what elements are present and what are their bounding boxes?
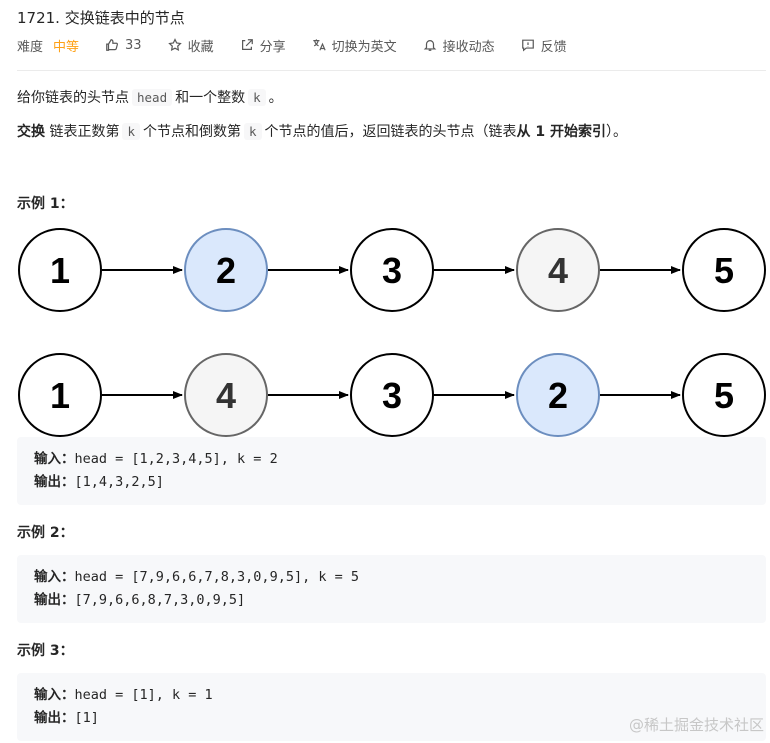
feedback-label: 反馈 (540, 39, 567, 55)
output-label: 输出： (34, 592, 75, 608)
share-icon (241, 39, 253, 50)
code-k: k (248, 89, 266, 106)
example-2-title: 示例 2： (17, 525, 74, 541)
list-node: 5 (682, 353, 766, 437)
code-k: k (243, 123, 262, 140)
problem-title: 1721. 交换链表中的节点 (17, 9, 185, 27)
node-value: 3 (382, 250, 402, 291)
list-node-swapped: 2 (516, 353, 600, 437)
share-button[interactable]: 分享 (240, 36, 286, 55)
share-label: 分享 (259, 39, 286, 55)
list-node-swapped: 2 (184, 228, 268, 312)
problem-meta-bar: 难度 中等 33 收藏 分享 切换为英文 接收动态 反馈 (17, 36, 593, 55)
code-head: head (132, 89, 173, 106)
input-value: head = [1], k = 1 (74, 687, 213, 703)
example-3-code-block: 输入：head = [1], k = 1 输出：[1] (17, 673, 766, 741)
switch-language-label: 切换为英文 (331, 39, 397, 55)
output-line: 输出：[1,4,3,2,5] (34, 471, 766, 494)
favorite-button[interactable]: 收藏 (167, 36, 214, 55)
input-label: 输入： (34, 569, 75, 585)
list-node-swapped: 4 (184, 353, 268, 437)
header-divider (17, 70, 766, 71)
example-3-title: 示例 3： (17, 643, 74, 659)
switch-language-button[interactable]: 切换为英文 (312, 36, 397, 55)
input-value: head = [7,9,6,6,7,8,3,0,9,5], k = 5 (74, 569, 359, 585)
input-value: head = [1,2,3,4,5], k = 2 (74, 451, 278, 467)
watermark: @稀土掘金技术社区 (628, 716, 764, 734)
output-line: 输出：[1] (34, 707, 766, 730)
input-label: 输入： (34, 451, 75, 467)
notify-button[interactable]: 接收动态 (423, 36, 495, 55)
node-value: 4 (548, 250, 568, 291)
feedback-icon (521, 39, 534, 52)
output-value: [7,9,6,6,8,7,3,0,9,5] (74, 592, 246, 608)
favorite-label: 收藏 (187, 39, 214, 55)
output-value: [1] (74, 710, 99, 726)
example-1-diagram: 1 2 3 4 5 1 4 3 2 5 (18, 228, 766, 437)
input-line: 输入：head = [1], k = 1 (34, 684, 766, 707)
star-icon (167, 38, 182, 52)
list-node: 1 (18, 228, 102, 312)
node-value: 2 (216, 250, 236, 291)
node-value: 4 (216, 375, 236, 416)
list-node: 3 (350, 353, 434, 437)
example-2-code-block: 输入：head = [7,9,6,6,7,8,3,0,9,5], k = 5 输… (17, 555, 766, 623)
list-node: 1 (18, 353, 102, 437)
input-line: 输入：head = [1,2,3,4,5], k = 2 (34, 448, 766, 471)
node-value: 5 (714, 375, 734, 416)
output-label: 输出： (34, 710, 75, 726)
feedback-button[interactable]: 反馈 (521, 36, 567, 55)
translate-icon (312, 39, 326, 51)
thumbs-up-icon (106, 39, 119, 51)
node-value: 3 (382, 375, 402, 416)
difficulty-label: 难度 (17, 39, 44, 55)
example-1-code-block: 输入：head = [1,2,3,4,5], k = 2 输出：[1,4,3,2… (17, 437, 766, 505)
node-value: 1 (50, 375, 70, 416)
input-label: 输入： (34, 687, 75, 703)
example-1-title: 示例 1： (17, 196, 74, 212)
like-count: 33 (125, 37, 142, 53)
like-button[interactable]: 33 (105, 38, 142, 53)
bell-icon (423, 40, 436, 51)
node-value: 1 (50, 250, 70, 291)
node-value: 2 (548, 375, 568, 416)
code-k: k (122, 123, 140, 140)
difficulty-badge: 中等 (53, 39, 80, 55)
notify-label: 接收动态 (442, 39, 495, 55)
list-node: 5 (682, 228, 766, 312)
node-value: 5 (714, 250, 734, 291)
input-line: 输入：head = [7,9,6,6,7,8,3,0,9,5], k = 5 (34, 566, 766, 589)
output-value: [1,4,3,2,5] (74, 474, 164, 490)
list-node-swapped: 4 (516, 228, 600, 312)
output-line: 输出：[7,9,6,6,8,7,3,0,9,5] (34, 589, 766, 612)
list-node: 3 (350, 228, 434, 312)
output-label: 输出： (34, 474, 75, 490)
